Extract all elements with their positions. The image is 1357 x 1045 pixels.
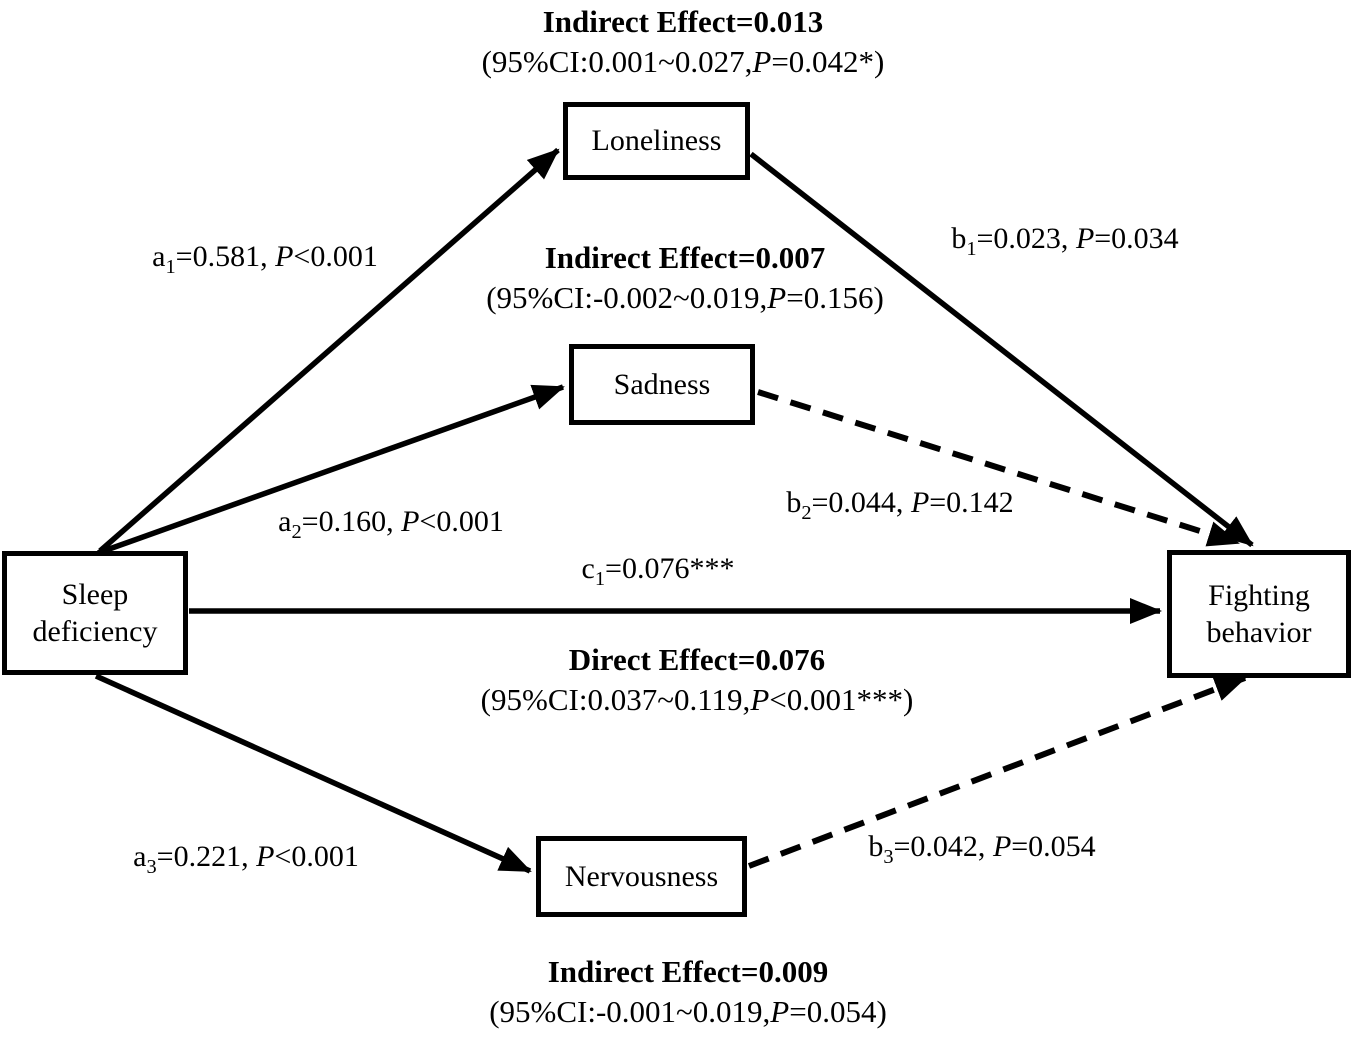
direct-effect: Direct Effect=0.076 (95%CI:0.037~0.119,P…: [481, 640, 914, 721]
direct-effect-title: Direct Effect=0.076: [568, 642, 826, 677]
indirect-effect-loneliness-title: Indirect Effect=0.013: [542, 4, 824, 39]
arrow-b1: [749, 151, 1254, 548]
arrow-b2: [757, 389, 1240, 547]
indirect-effect-sadness-title: Indirect Effect=0.007: [544, 240, 826, 275]
indirect-effect-nervousness-title: Indirect Effect=0.009: [547, 954, 829, 989]
indirect-effect-sadness-ci: (95%CI:-0.002~0.019,P=0.156): [486, 280, 884, 316]
arrow-b3: [747, 675, 1247, 869]
node-loneliness: Loneliness: [563, 102, 750, 180]
arrow-a2: [97, 384, 565, 556]
node-nervousness: Nervousness: [536, 836, 747, 917]
indirect-effect-loneliness-ci: (95%CI:0.001~0.027,P=0.042*): [481, 44, 885, 80]
indirect-effect-sadness: Indirect Effect=0.007 (95%CI:-0.002~0.01…: [486, 238, 884, 319]
indirect-effect-nervousness: Indirect Effect=0.009 (95%CI:-0.001~0.01…: [489, 952, 887, 1033]
path-label-b2: b2=0.044, P=0.142: [786, 486, 1014, 524]
path-label-a3: a3=0.221, P<0.001: [133, 840, 359, 878]
indirect-effect-loneliness: Indirect Effect=0.013 (95%CI:0.001~0.027…: [482, 2, 885, 83]
path-label-a2: a2=0.160, P<0.001: [278, 505, 504, 543]
path-label-c1: c1=0.076***: [581, 552, 735, 590]
path-label-b1: b1=0.023, P=0.034: [951, 222, 1179, 260]
node-fighting-behavior: Fighting behavior: [1167, 550, 1351, 678]
path-label-b3: b3=0.042, P=0.054: [868, 830, 1096, 868]
node-sadness: Sadness: [569, 344, 755, 425]
indirect-effect-nervousness-ci: (95%CI:-0.001~0.019,P=0.054): [489, 994, 887, 1030]
direct-effect-ci: (95%CI:0.037~0.119,P<0.001***): [480, 682, 914, 718]
arrow-a3: [94, 673, 532, 874]
path-label-a1: a1=0.581, P<0.001: [152, 240, 378, 278]
node-sleep-deficiency: Sleep deficiency: [2, 551, 188, 675]
arrow-a1: [98, 147, 560, 554]
